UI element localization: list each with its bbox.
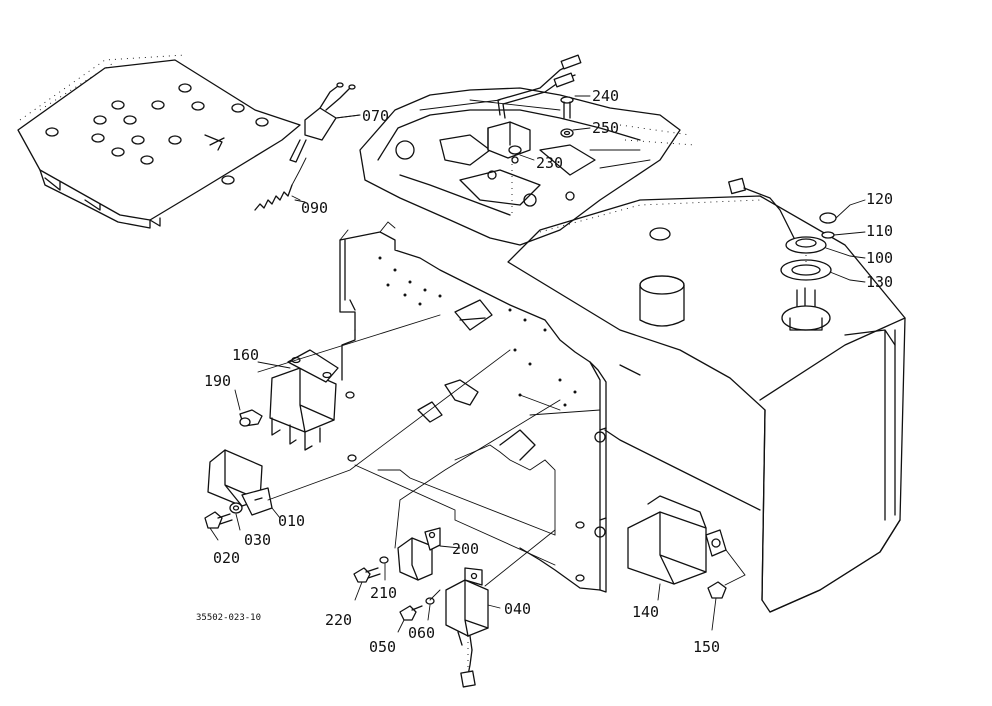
washer-250 — [560, 128, 574, 138]
callout-240: 240 — [592, 87, 619, 105]
callout-100: 100 — [866, 249, 893, 267]
callout-110: 110 — [866, 222, 893, 240]
bolt-190 — [239, 409, 263, 427]
callout-190: 190 — [204, 372, 231, 390]
washer-060 — [425, 597, 435, 605]
screw-240 — [560, 96, 574, 119]
washer-030 — [229, 502, 243, 514]
callout-030: 030 — [244, 531, 271, 549]
bolt-020 — [204, 511, 233, 529]
relay-200 — [397, 527, 441, 581]
spring-090 — [254, 157, 307, 211]
reference-code: 35502-023-10 — [196, 613, 261, 623]
callout-010: 010 — [278, 512, 305, 530]
filler-neck — [639, 275, 685, 327]
fuel-tank — [507, 195, 906, 613]
callout-120: 120 — [866, 190, 893, 208]
callout-050: 050 — [369, 638, 396, 656]
callout-220: 220 — [325, 611, 352, 629]
screw-220 — [353, 567, 381, 583]
relay-160 — [269, 349, 339, 451]
callout-labels: 070 090 240 250 230 120 110 100 130 160 … — [196, 87, 893, 656]
callout-060: 060 — [408, 624, 435, 642]
screw-050 — [399, 605, 423, 621]
switch-assembly-070 — [289, 82, 361, 163]
frame-holes — [378, 256, 577, 407]
relay-010 — [207, 449, 273, 516]
leader-lines — [209, 95, 866, 633]
relay-140 — [627, 495, 727, 585]
callout-020: 020 — [213, 549, 240, 567]
plate-holes — [45, 83, 269, 185]
callout-070: 070 — [362, 107, 389, 125]
valve-housing — [359, 87, 696, 246]
fuel-sender-unit — [728, 177, 837, 331]
relay-040 — [445, 567, 489, 688]
washer-210 — [379, 556, 389, 564]
callout-150: 150 — [693, 638, 720, 656]
floor-plate — [17, 54, 301, 229]
callout-140: 140 — [632, 603, 659, 621]
callout-130: 130 — [866, 273, 893, 291]
callout-210: 210 — [370, 584, 397, 602]
callout-090: 090 — [301, 199, 328, 217]
callout-160: 160 — [232, 346, 259, 364]
sensor-230 — [487, 54, 582, 215]
callout-200: 200 — [452, 540, 479, 558]
callout-040: 040 — [504, 600, 531, 618]
callout-230: 230 — [536, 154, 563, 172]
callout-250: 250 — [592, 119, 619, 137]
bolt-150 — [707, 581, 727, 599]
mounting-frame — [339, 221, 607, 593]
